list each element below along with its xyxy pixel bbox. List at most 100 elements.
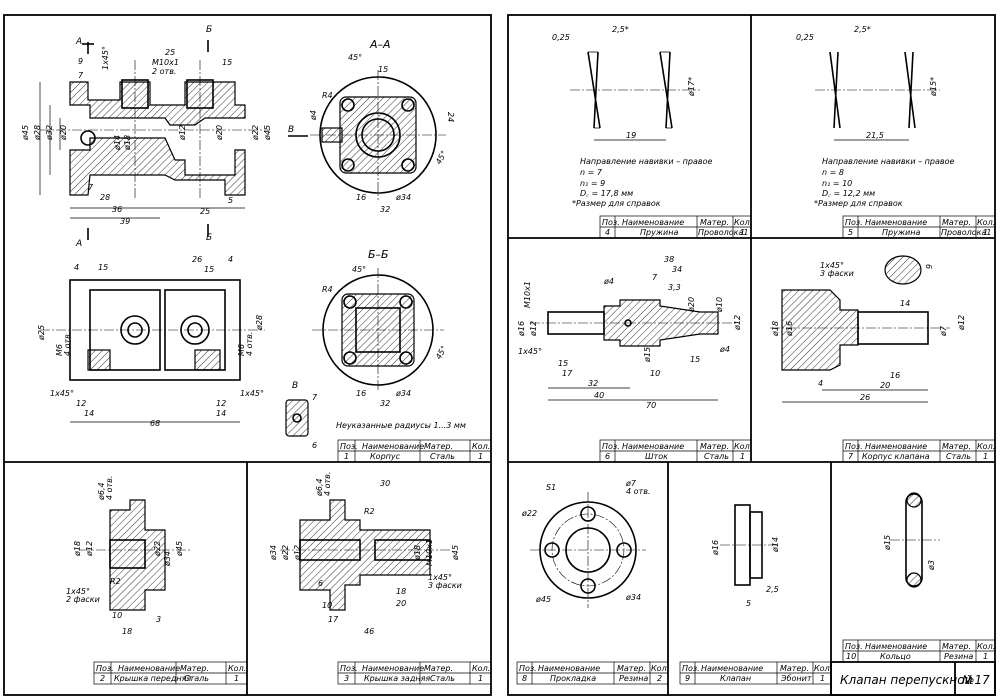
tb-mat-header: Матер. [424, 664, 453, 673]
stem-dim-7: 7 [652, 273, 658, 282]
tb-pos-header: Поз. [96, 664, 114, 673]
tb-mat: Эбонит [780, 674, 812, 683]
dim-d32: ø32 [45, 125, 54, 141]
bb-dim-32: 32 [380, 399, 390, 408]
tb-mat-header: Матер. [942, 442, 971, 451]
tb-qty-header: Кол. [228, 664, 246, 673]
front-cover-view [80, 499, 190, 611]
title-block-valve-body: Поз. Наименование Матер. Кол. 7 Корпус к… [842, 439, 996, 463]
title-block-ring: Поз. Наименование Матер. Кол. 10 Кольцо … [842, 639, 996, 663]
tb-pos: 8 [522, 674, 527, 683]
tb-pos: 6 [605, 452, 610, 461]
section-mark-a-top: А [75, 37, 82, 47]
rear-dim-d64: ø6,4 [315, 478, 324, 497]
tb-name-header: Наименование [865, 442, 927, 451]
front-dim-18: 18 [122, 627, 132, 636]
tb-name: Пружина [640, 228, 678, 237]
vbody-dim-16: 16 [890, 371, 900, 380]
plan-dim-15a: 15 [98, 263, 108, 272]
vbody-dim-d16: ø16 [785, 321, 794, 337]
plan-dim-4b: 4 [228, 255, 233, 264]
aa-dim-d34: ø34 [395, 193, 411, 202]
rear-dim-d22: ø22 [281, 545, 290, 561]
vbody-dim-d12: ø12 [957, 315, 966, 331]
section-aa-view [310, 70, 446, 200]
valve-view [720, 504, 780, 586]
stem-dim-70: 70 [646, 401, 656, 410]
dim-7: 7 [78, 71, 84, 80]
tb-name-header: Наименование [865, 218, 927, 227]
aa-dim-24: 24 [446, 112, 455, 122]
tb-qty: 1 [983, 652, 988, 661]
tb-name: Крышка задняя [364, 674, 430, 683]
vbody-dim-6: 6 [924, 264, 933, 269]
spring1-note-3: D꜀ = 17,8 мм [580, 189, 633, 198]
dim-5: 5 [228, 196, 233, 205]
front-dim-d18: ø18 [73, 541, 82, 557]
front-chamfer-count: 2 фаски [66, 595, 100, 604]
plan-dim-68: 68 [150, 419, 160, 428]
tb-mat-header: Матер. [617, 664, 646, 673]
tb-qty-header: Кол. [734, 218, 752, 227]
bb-dim-45: 45° [352, 265, 366, 274]
tb-name-header: Наименование [622, 442, 684, 451]
tb-qty-header: Кол. [472, 442, 490, 451]
view-b [285, 399, 309, 437]
panel-body: А Б А Б 9 7 25 М10х1 2 отв. 15 [21, 25, 492, 463]
spring-1-view [570, 51, 700, 141]
chamfer-top: 1х45° [101, 46, 110, 70]
dim-d18: ø18 [123, 135, 132, 151]
stem-view [530, 299, 740, 401]
plan-dim-26: 26 [192, 255, 202, 264]
tb-name: Кольцо [880, 652, 911, 661]
aa-dim-16: 16 [356, 193, 366, 202]
spring1-note-2: n₁ = 9 [580, 179, 605, 188]
dim-d22: ø22 [251, 125, 260, 141]
panel-spring-2: 0,25 2,5* ø15* 21,5 Направление навивки … [796, 25, 996, 239]
section-bb-title: Б–Б [368, 248, 389, 261]
tb-name-header: Наименование [538, 664, 600, 673]
front-dim-d34: ø34 [163, 551, 172, 567]
tb-qty-header: Кол. [472, 664, 490, 673]
dim-28: 28 [100, 193, 110, 202]
tb-qty: 1 [983, 228, 988, 237]
rear-dim-17: 17 [328, 615, 339, 624]
tb-qty-header: Кол. [734, 442, 752, 451]
tb-mat-header: Матер. [424, 442, 453, 451]
stem-dim-d20: ø20 [687, 297, 696, 313]
dim-15: 15 [222, 58, 232, 67]
tb-name: Пружина [882, 228, 920, 237]
tb-pos: 4 [605, 228, 610, 237]
rear-dim-30: 30 [380, 479, 390, 488]
spring1-dim-d17: ø17* [687, 77, 696, 97]
aa-r4: R4 [322, 91, 333, 100]
gasket-dim-d22: ø22 [521, 509, 537, 518]
rear-dim-d18: ø18 [413, 545, 422, 561]
vbody-dim-20: 20 [880, 381, 890, 390]
tb-qty: 2 [657, 674, 662, 683]
tb-mat: Резина [619, 674, 648, 683]
spring2-note-1: n = 8 [822, 168, 844, 177]
spring2-note-0: Направление навивки – правое [822, 157, 954, 166]
tb-name: Прокладка [550, 674, 596, 683]
spring1-dim-19: 19 [626, 131, 636, 140]
plan-dim-14b: 14 [216, 409, 226, 418]
plan-dim-d28: ø28 [255, 315, 264, 331]
stem-dim-15: 15 [558, 359, 568, 368]
title-block-gasket: Поз. Наименование Матер. Кол. 8 Прокладк… [516, 661, 669, 685]
spring1-note-1: n = 7 [580, 168, 603, 177]
dim-36: 36 [112, 205, 122, 214]
tb-qty-header: Кол. [977, 642, 995, 651]
tb-name-header: Наименование [865, 642, 927, 651]
tb-mat-header: Матер. [942, 218, 971, 227]
dim-d20-left: ø20 [59, 125, 68, 141]
gasket-dim-d34: ø34 [625, 593, 641, 602]
rear-dim-46: 46 [364, 627, 374, 636]
dim-25: 25 [165, 48, 175, 57]
gasket-dim-d45: ø45 [535, 595, 551, 604]
sheet-title: Клапан перепускной [840, 673, 973, 687]
tb-mat-header: Матер. [942, 642, 971, 651]
stem-dim-10: 10 [650, 369, 660, 378]
dim-d20-right: ø20 [215, 125, 224, 141]
